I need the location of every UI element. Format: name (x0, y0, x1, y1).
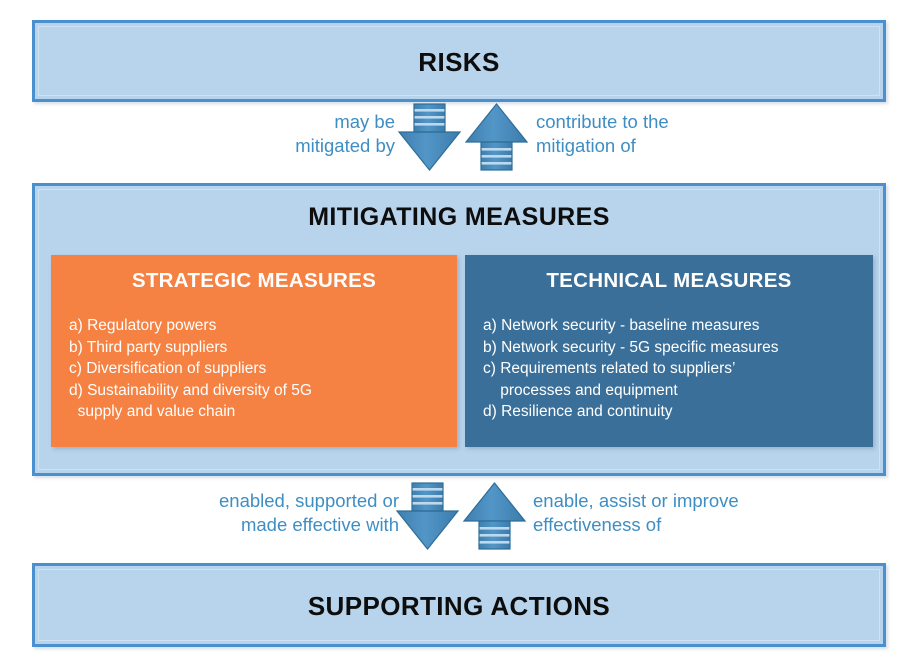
arrow-up-icon (462, 482, 527, 550)
technical-measures-title: TECHNICAL MEASURES (546, 269, 792, 292)
connector-top-right-label-line2: mitigation of (536, 135, 636, 156)
mitigating-measures-panel: MITIGATING MEASURES STRATEGIC MEASURES a… (32, 183, 886, 476)
list-item: supply and value chain (69, 403, 236, 420)
list-item: d) Sustainability and diversity of 5G (69, 381, 312, 399)
list-item: c) Diversification of suppliers (69, 360, 267, 377)
supporting-actions-title: SUPPORTING ACTIONS (307, 591, 611, 621)
list-item: a) Network security - baseline measures (483, 317, 760, 334)
connector-risks-to-measures: may be mitigated by (0, 102, 915, 182)
connector-top-right-label: contribute to the mitigation of (536, 110, 856, 158)
connector-bottom-left-label: enabled, supported or made effective wit… (99, 489, 399, 537)
list-item: a) Regulatory powers (69, 317, 217, 334)
arrow-up-icon (464, 103, 529, 171)
mitigating-measures-title: MITIGATING MEASURES (308, 203, 610, 231)
technical-measures-list: a) Network security - baseline measures … (483, 315, 873, 423)
arrow-down-icon (395, 482, 460, 550)
connector-bottom-left-label-line2: made effective with (240, 514, 399, 535)
list-item: c) Requirements related to suppliers’ (483, 360, 736, 377)
connector-top-right-label-line1: contribute to the (536, 111, 669, 132)
arrow-down-icon (397, 103, 462, 171)
list-item: b) Network security - 5G specific measur… (483, 338, 779, 356)
connector-top-left-label-line2: mitigated by (295, 135, 395, 156)
connector-bottom-right-label: enable, assist or improve effectiveness … (533, 489, 853, 537)
strategic-measures-list: a) Regulatory powers b) Third party supp… (69, 315, 457, 423)
strategic-measures-card: STRATEGIC MEASURES a) Regulatory powers … (51, 255, 457, 447)
connector-bottom-right-label-line1: enable, assist or improve (533, 490, 739, 511)
supporting-actions-panel: SUPPORTING ACTIONS (32, 563, 886, 647)
list-item: processes and equipment (483, 381, 678, 399)
connector-measures-to-actions: enabled, supported or made effective wit… (0, 481, 915, 561)
risks-title: RISKS (418, 47, 500, 77)
technical-measures-card: TECHNICAL MEASURES a) Network security -… (465, 255, 873, 447)
connector-top-left-label-line1: may be (334, 111, 395, 132)
connector-bottom-right-label-line2: effectiveness of (533, 514, 662, 535)
strategic-measures-title: STRATEGIC MEASURES (131, 269, 377, 292)
connector-bottom-left-label-line1: enabled, supported or (219, 490, 399, 511)
list-item: b) Third party suppliers (69, 338, 228, 356)
risks-panel: RISKS (32, 20, 886, 102)
connector-top-left-label: may be mitigated by (95, 110, 395, 158)
list-item: d) Resilience and continuity (483, 403, 673, 420)
